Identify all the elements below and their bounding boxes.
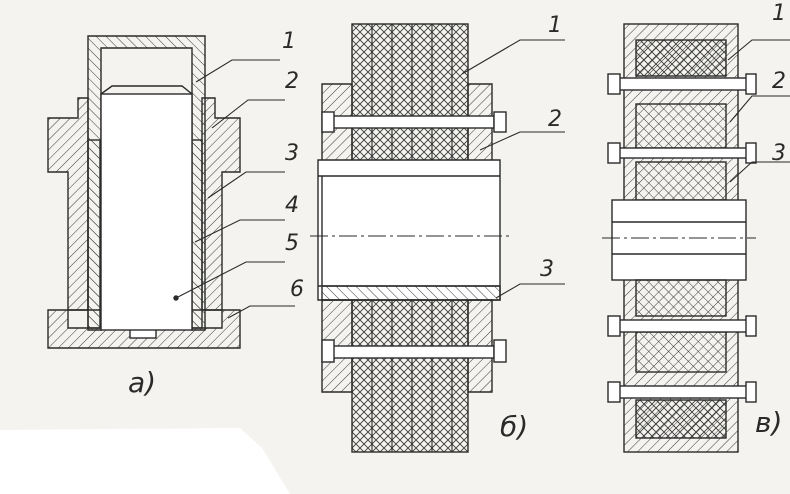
callout-b-1: 1 <box>548 13 562 38</box>
figure-b-drawing <box>310 23 565 453</box>
caption-v: в) <box>755 406 782 439</box>
callout-a-2: 2 <box>285 69 299 94</box>
callout-v-3: 3 <box>772 141 786 166</box>
figure-v-callouts: 1 2 3 <box>772 1 786 166</box>
figure-b-callouts: 1 2 3 <box>540 13 562 282</box>
callout-v-2: 2 <box>772 69 786 94</box>
caption-b: б) <box>500 410 528 443</box>
caption-a: а) <box>128 366 156 399</box>
callout-a-3: 3 <box>285 141 299 166</box>
callout-b-2: 2 <box>548 107 562 132</box>
figure-a-drawing <box>47 35 295 349</box>
callout-v-1: 1 <box>772 1 786 26</box>
figure-v-drawing <box>602 23 790 453</box>
figure-a-callouts: 1 2 3 4 5 6 <box>282 29 304 302</box>
callout-a-4: 4 <box>285 193 299 218</box>
callout-a-6: 6 <box>290 277 304 302</box>
callout-b-3: 3 <box>540 257 554 282</box>
callout-a-1: 1 <box>282 29 296 54</box>
scan-blank-area <box>0 428 290 494</box>
callout-a-5: 5 <box>285 231 299 256</box>
